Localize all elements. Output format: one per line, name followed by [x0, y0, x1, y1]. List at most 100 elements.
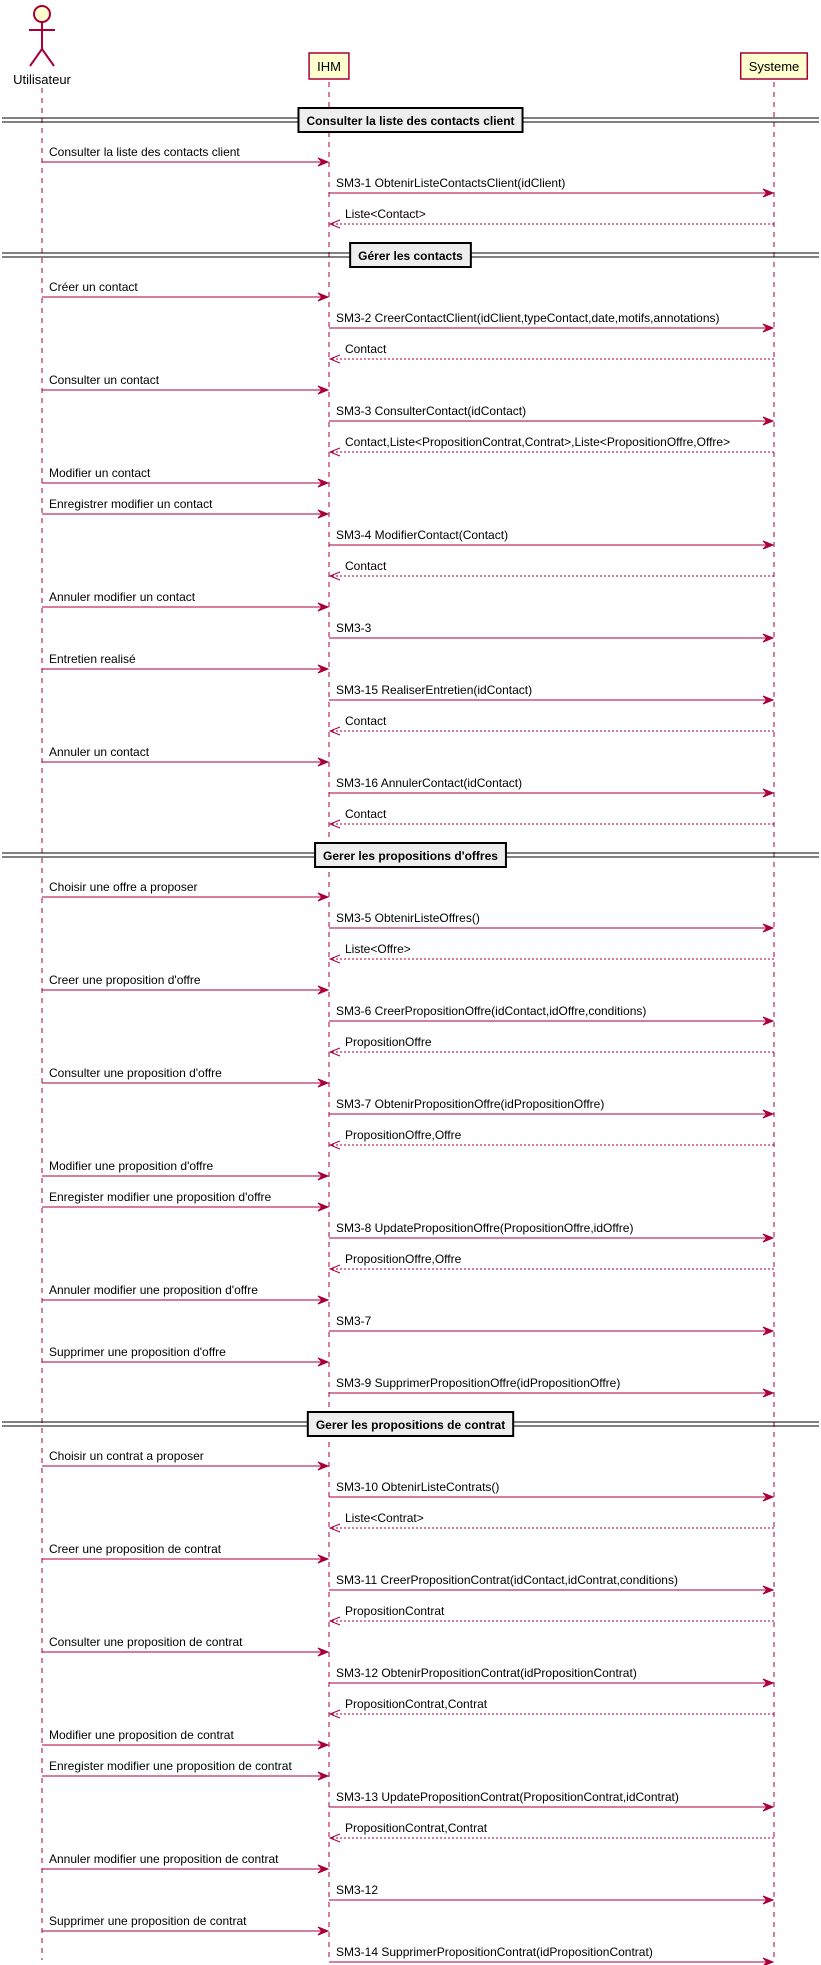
filled-arrowhead-icon	[762, 1388, 775, 1398]
message-label: SM3-8 UpdatePropositionOffre(Proposition…	[336, 1221, 633, 1235]
filled-arrowhead-icon	[317, 1078, 330, 1088]
message-label: PropositionContrat	[345, 1604, 445, 1618]
message-label: SM3-4 ModifierContact(Contact)	[336, 528, 508, 542]
participant-ihm: IHM	[308, 52, 350, 80]
message-label: Enregister modifier une proposition de c…	[49, 1759, 292, 1773]
message-label: Annuler modifier un contact	[49, 590, 196, 604]
message-arrow: SM3-12	[329, 1883, 775, 1905]
message-arrow: SM3-12 ObtenirPropositionContrat(idPropo…	[329, 1666, 775, 1688]
participant-label-sys: Systeme	[749, 59, 800, 74]
message-arrow: Creer une proposition d'offre	[42, 973, 330, 995]
filled-arrowhead-icon	[762, 1326, 775, 1336]
message-arrow: SM3-16 AnnulerContact(idContact)	[329, 776, 775, 798]
message-arrow: SM3-10 ObtenirListeContrats()	[329, 1480, 775, 1502]
message-arrow: Modifier un contact	[42, 466, 330, 488]
section-title: Gerer les propositions d'offres	[323, 849, 498, 863]
message-label: PropositionContrat,Contrat	[345, 1697, 488, 1711]
message-label: Choisir un contrat a proposer	[49, 1449, 204, 1463]
open-arrowhead-icon	[328, 1523, 341, 1533]
section-separator: Gerer les propositions de contrat	[2, 1411, 819, 1437]
message-arrow: Supprimer une proposition de contrat	[42, 1914, 330, 1936]
filled-arrowhead-icon	[762, 1492, 775, 1502]
filled-arrowhead-icon	[762, 788, 775, 798]
message-label: SM3-1 ObtenirListeContactsClient(idClien…	[336, 176, 565, 190]
message-label: Supprimer une proposition d'offre	[49, 1345, 226, 1359]
message-arrow: Annuler modifier un contact	[42, 590, 330, 612]
return-message: PropositionContrat,Contrat	[328, 1697, 774, 1719]
section-separator: Gérer les contacts	[2, 242, 819, 268]
message-label: SM3-10 ObtenirListeContrats()	[336, 1480, 499, 1494]
message-arrow: Modifier une proposition d'offre	[42, 1159, 330, 1181]
return-message: Contact	[328, 714, 774, 736]
message-arrow: SM3-5 ObtenirListeOffres()	[329, 911, 775, 933]
message-label: SM3-6 CreerPropositionOffre(idContact,id…	[336, 1004, 646, 1018]
message-label: Entretien realisé	[49, 652, 136, 666]
return-message: Contact,Liste<PropositionContrat,Contrat…	[328, 435, 774, 457]
message-label: Consulter une proposition d'offre	[49, 1066, 222, 1080]
filled-arrowhead-icon	[762, 695, 775, 705]
return-message: PropositionOffre,Offre	[328, 1128, 774, 1150]
message-label: PropositionContrat,Contrat	[345, 1821, 488, 1835]
filled-arrowhead-icon	[762, 540, 775, 550]
filled-arrowhead-icon	[317, 1771, 330, 1781]
message-label: Annuler modifier une proposition d'offre	[49, 1283, 258, 1297]
message-label: SM3-12 ObtenirPropositionContrat(idPropo…	[336, 1666, 637, 1680]
open-arrowhead-icon	[328, 1833, 341, 1843]
message-arrow: Consulter la liste des contacts client	[42, 145, 330, 167]
return-message: Contact	[328, 559, 774, 581]
open-arrowhead-icon	[328, 1047, 341, 1057]
lifelines	[41, 62, 775, 1960]
message-label: SM3-11 CreerPropositionContrat(idContact…	[336, 1573, 678, 1587]
filled-arrowhead-icon	[317, 664, 330, 674]
open-arrowhead-icon	[328, 726, 341, 736]
filled-arrowhead-icon	[317, 1864, 330, 1874]
filled-arrowhead-icon	[317, 1647, 330, 1657]
open-arrowhead-icon	[328, 447, 341, 457]
message-label: Enregister modifier une proposition d'of…	[49, 1190, 272, 1204]
message-label: PropositionOffre,Offre	[345, 1128, 462, 1142]
open-arrowhead-icon	[328, 1616, 341, 1626]
participant-sys: Systeme	[739, 52, 809, 80]
filled-arrowhead-icon	[317, 1202, 330, 1212]
message-label: SM3-9 SupprimerPropositionOffre(idPropos…	[336, 1376, 620, 1390]
filled-arrowhead-icon	[317, 1357, 330, 1367]
message-label: Creer une proposition de contrat	[49, 1542, 222, 1556]
message-arrow: SM3-15 RealiserEntretien(idContact)	[329, 683, 775, 705]
return-message: PropositionOffre	[328, 1035, 774, 1057]
filled-arrowhead-icon	[762, 1585, 775, 1595]
message-arrow: SM3-2 CreerContactClient(idClient,typeCo…	[329, 311, 775, 333]
message-arrow: Modifier une proposition de contrat	[42, 1728, 330, 1750]
return-message: PropositionOffre,Offre	[328, 1252, 774, 1274]
filled-arrowhead-icon	[762, 1895, 775, 1905]
message-label: Contact	[345, 342, 387, 356]
return-message: PropositionContrat	[328, 1604, 774, 1626]
filled-arrowhead-icon	[317, 385, 330, 395]
filled-arrowhead-icon	[317, 602, 330, 612]
message-label: SM3-14 SupprimerPropositionContrat(idPro…	[336, 1945, 653, 1959]
open-arrowhead-icon	[328, 954, 341, 964]
message-arrow: Supprimer une proposition d'offre	[42, 1345, 330, 1367]
message-label: Liste<Offre>	[345, 942, 411, 956]
message-arrow: Annuler modifier une proposition d'offre	[42, 1283, 330, 1305]
message-label: Contact,Liste<PropositionContrat,Contrat…	[345, 435, 730, 449]
filled-arrowhead-icon	[762, 416, 775, 426]
filled-arrowhead-icon	[762, 1802, 775, 1812]
open-arrowhead-icon	[328, 354, 341, 364]
filled-arrowhead-icon	[317, 1461, 330, 1471]
message-arrow: Annuler un contact	[42, 745, 330, 767]
return-message: Liste<Contact>	[328, 207, 774, 229]
message-arrow: Annuler modifier une proposition de cont…	[42, 1852, 330, 1874]
message-label: SM3-16 AnnulerContact(idContact)	[336, 776, 522, 790]
filled-arrowhead-icon	[317, 157, 330, 167]
message-label: SM3-15 RealiserEntretien(idContact)	[336, 683, 532, 697]
message-label: SM3-13 UpdatePropositionContrat(Proposit…	[336, 1790, 679, 1804]
filled-arrowhead-icon	[317, 985, 330, 995]
message-arrow: SM3-9 SupprimerPropositionOffre(idPropos…	[329, 1376, 775, 1398]
message-arrow: Consulter une proposition de contrat	[42, 1635, 330, 1657]
message-arrow: SM3-6 CreerPropositionOffre(idContact,id…	[329, 1004, 775, 1026]
return-message: Liste<Offre>	[328, 942, 774, 964]
message-arrow: SM3-7 ObtenirPropositionOffre(idProposit…	[329, 1097, 775, 1119]
filled-arrowhead-icon	[317, 757, 330, 767]
message-label: Choisir une offre a proposer	[49, 880, 198, 894]
